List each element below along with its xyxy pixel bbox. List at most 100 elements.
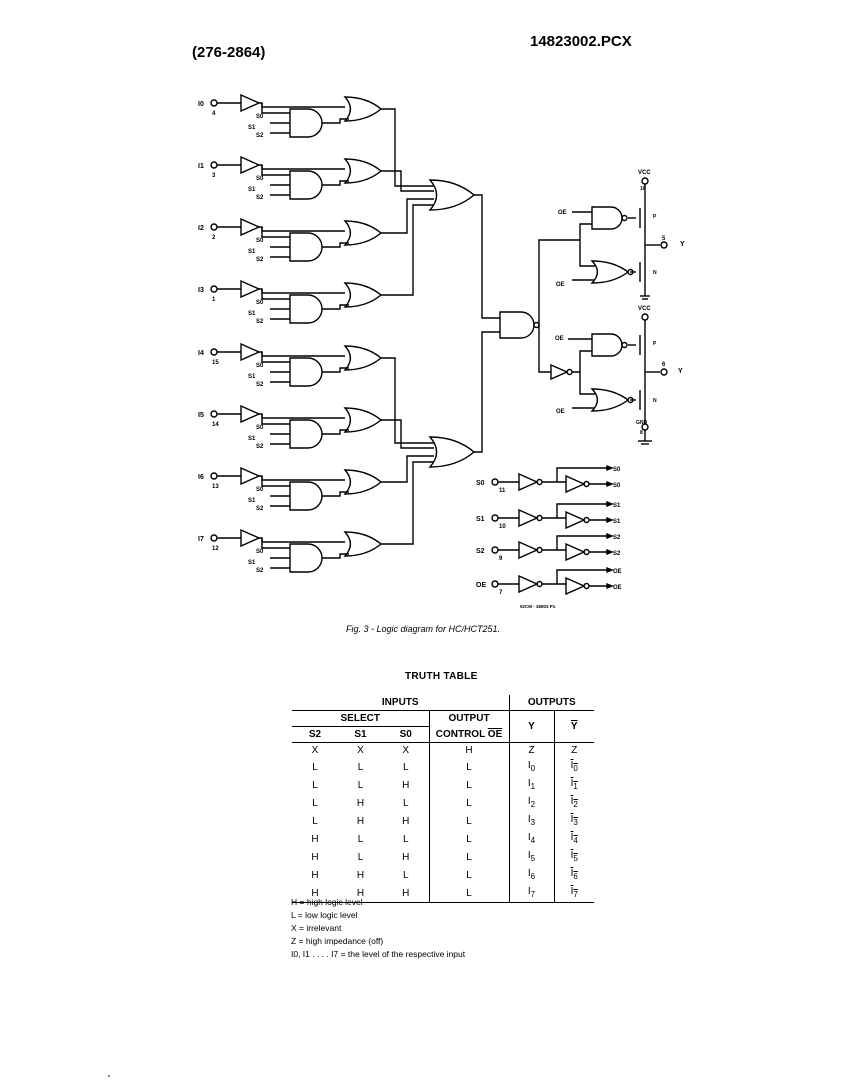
wire	[556, 535, 607, 550]
select-output-label: S0	[613, 483, 621, 489]
input-buffer	[240, 155, 261, 175]
wire	[572, 350, 592, 373]
select-label: S0	[256, 425, 264, 431]
table-cell-s2: X	[311, 745, 319, 756]
table-cell-s1: L	[357, 851, 364, 863]
table-cell-y: Z	[509, 742, 555, 758]
table-cell-ybar: I5	[570, 850, 578, 863]
wire	[381, 461, 434, 545]
input-pin-number: 1	[212, 297, 216, 303]
gnd-label: GND	[636, 420, 648, 426]
file-name: 14823002.PCX	[530, 33, 632, 50]
select-input-pin	[491, 580, 499, 588]
table-cell-s2: L	[312, 779, 318, 791]
wire	[259, 226, 345, 232]
input-buffer	[240, 342, 261, 362]
table-cell-y: I7	[509, 884, 555, 903]
input-label: I2	[198, 225, 204, 232]
table-cell-s0: L	[383, 794, 430, 812]
select-input-label: S0	[476, 480, 485, 487]
select-input-label: S2	[476, 548, 485, 555]
table-cell-ybar: I0	[570, 760, 578, 773]
table-cell-oe: L	[429, 794, 510, 812]
table-cell-oe: L	[429, 758, 510, 776]
arrow-head	[606, 548, 614, 556]
wire	[261, 289, 290, 300]
wire	[538, 239, 580, 325]
wire	[474, 331, 500, 453]
select-output-label: S2	[613, 535, 621, 541]
wire	[579, 372, 595, 395]
select-label: S1	[248, 311, 256, 317]
input-buffer	[240, 93, 261, 113]
pin-number: 6	[662, 362, 666, 368]
input-pin-number: 14	[212, 422, 219, 428]
n-label: N	[653, 398, 657, 404]
input-pin-4	[210, 348, 218, 356]
select-label: S0	[256, 300, 264, 306]
select-output-label: OE	[613, 569, 622, 575]
select-buffer	[518, 574, 539, 594]
legend-item: X = irrelevant	[291, 923, 342, 933]
s1-column-header: S1	[338, 726, 383, 743]
s0-column-header: S0	[383, 726, 430, 743]
input-label: I6	[198, 474, 204, 481]
select-and-gate	[289, 170, 323, 200]
output-control-header: OUTPUT	[429, 710, 510, 727]
vcc-pin	[641, 313, 649, 321]
table-cell-ybar: I2	[570, 796, 578, 809]
table-cell-s2: H	[311, 833, 319, 845]
vcc-pin	[641, 177, 649, 185]
input-label: I0	[198, 101, 204, 108]
output-nor-n2	[590, 388, 630, 412]
select-label: S0	[256, 487, 264, 493]
select-label: S2	[256, 133, 264, 139]
wire	[259, 475, 345, 481]
control-oe-header: CONTROL OE	[429, 726, 510, 743]
output-ybar-pin	[660, 368, 668, 376]
output-ybar-label: Y	[678, 368, 683, 375]
stage-or-gate	[343, 407, 383, 433]
table-cell-y: I0	[509, 758, 555, 776]
input-pin-7	[210, 534, 218, 542]
wire	[381, 198, 434, 234]
legend-item: L = low logic level	[291, 910, 358, 920]
select-output-label: S1	[613, 503, 621, 509]
inputs-header: INPUTS	[292, 695, 510, 711]
scan-speck	[108, 1075, 110, 1077]
output-nor-n	[590, 260, 630, 284]
input-pin-number: 13	[212, 484, 219, 490]
wire	[381, 204, 434, 296]
input-buffer	[240, 528, 261, 548]
table-cell-s0: L	[383, 758, 430, 776]
vcc-label: VCC	[638, 170, 651, 176]
stage-or-gate	[343, 345, 383, 371]
table-cell-s2: H	[311, 869, 319, 881]
stage-or-gate	[343, 220, 383, 246]
group-or-gate-b	[428, 436, 476, 468]
select-input-pin	[491, 478, 499, 486]
select-and-gate	[289, 543, 323, 573]
select-label: S0	[256, 114, 264, 120]
table-cell-oe: L	[429, 848, 510, 866]
arrow-head	[606, 500, 614, 508]
table-cell-s2: H	[311, 851, 319, 863]
input-pin-number: 4	[212, 111, 216, 117]
wire	[261, 227, 290, 238]
wire	[556, 503, 607, 518]
table-cell-ybar: I6	[570, 868, 578, 881]
select-and-gate	[289, 357, 323, 387]
wire	[538, 325, 551, 373]
input-label: I4	[198, 350, 204, 357]
y-column-header: Y	[509, 710, 555, 743]
table-cell-s1: H	[356, 869, 365, 881]
select-input-label: OE	[476, 582, 486, 589]
group-or-gate-a	[428, 179, 476, 211]
select-and-gate	[289, 108, 323, 138]
select-buffer	[518, 508, 539, 528]
wire	[381, 455, 434, 483]
